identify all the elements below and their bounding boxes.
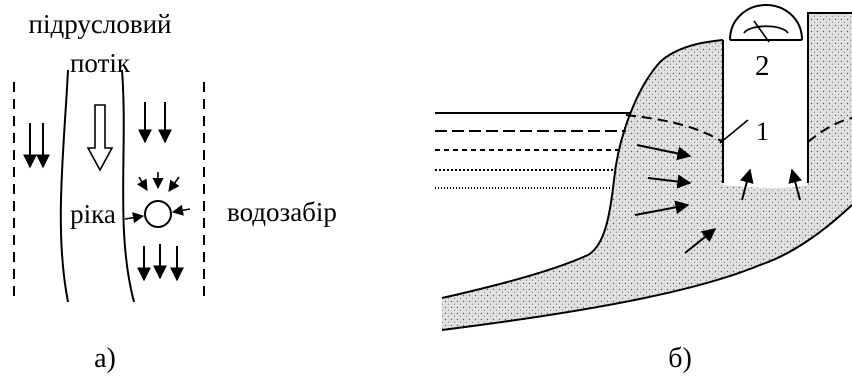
depression-curve-left [625, 114, 724, 143]
riverbed-bottom-line [441, 204, 852, 331]
label-water-intake: водозабір [227, 197, 337, 227]
depression-curve-right [807, 117, 852, 143]
label-river: ріка [70, 199, 116, 229]
river-flow-hollow-arrow-icon [86, 104, 114, 172]
pump-cover-dome [729, 3, 803, 41]
label-stream-line2: потік [70, 48, 131, 78]
marker-1: 1 [756, 117, 769, 146]
riverbank-left [59, 69, 69, 303]
seepage-arrow-5 [739, 168, 754, 201]
inflow-arrow-top-left [136, 176, 148, 191]
seepage-arrow-1 [636, 144, 692, 161]
inflow-arrow-right [171, 204, 191, 216]
seepage-arrow-4 [684, 228, 717, 254]
ground-surface-line [441, 39, 724, 299]
seepage-arrow-2 [647, 174, 692, 189]
label-stream-line1: підрусловий [29, 9, 172, 39]
marker-2: 2 [755, 50, 770, 82]
well-shaft-interior [723, 40, 808, 150]
panel-a [13, 69, 205, 303]
river-label-backdrop [66, 197, 121, 229]
pump-cover-inner-arc [743, 25, 789, 34]
inflow-arrow-top-right [168, 176, 180, 192]
caption-panel-b: б) [668, 343, 692, 374]
panel-b [435, 3, 852, 331]
inflow-arrow-left [124, 212, 145, 224]
water-intake-well [144, 200, 172, 228]
leader-line-1 [719, 119, 749, 144]
caption-panel-a: а) [94, 343, 116, 374]
leader-line-2 [753, 20, 770, 43]
seepage-arrow-3 [634, 200, 690, 216]
seepage-arrows [634, 144, 803, 254]
soil-mass-left [442, 12, 852, 330]
riverbank-right [121, 69, 135, 303]
seepage-arrow-6 [788, 168, 803, 201]
